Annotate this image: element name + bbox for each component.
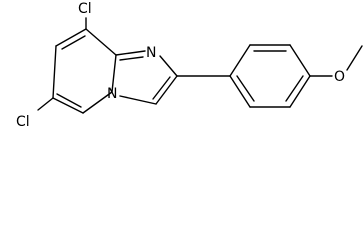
bond-c7-c8-inner (61, 35, 86, 50)
bond-c5-c6 (52, 97, 84, 114)
bond-ar6-ar1 (229, 75, 251, 108)
phenyl-ring (229, 44, 311, 108)
pyridine-ring (52, 28, 117, 114)
bond-c3-n4 (119, 95, 157, 105)
bond-ar1-ar2 (229, 44, 251, 77)
atom-label-n-imidazole: N (146, 45, 156, 61)
bond-ar6-ar1-inner (236, 75, 255, 102)
bond-c2-c3 (155, 75, 178, 105)
atom-label-cl-bottom: Cl (16, 114, 30, 130)
bond-c8a-n1 (115, 50, 146, 56)
bond-ar4-ar5-inner (285, 75, 304, 102)
bond-ar3-ar4 (289, 44, 311, 77)
bond-n1-c2 (159, 55, 178, 77)
bond-c8-c8a (85, 28, 117, 56)
chemical-structure-diagram: Cl Cl N N O (16, 1, 363, 130)
atom-label-cl-top: Cl (78, 1, 92, 17)
imidazole-ring (115, 50, 178, 105)
bond-c7-c8 (55, 28, 87, 47)
bond-n4-c5 (82, 91, 113, 114)
bond-ar4-ar5 (289, 75, 311, 108)
bond-c6-c7 (52, 45, 57, 99)
bond-c6-cl (37, 97, 54, 111)
bond-c8a-n1-inner (119, 56, 144, 61)
bond-o-ch3 (346, 45, 363, 71)
atom-label-n-bridgehead: N (107, 86, 117, 102)
bond-c2-c3-inner (152, 76, 171, 100)
bond-c8a-n4 (111, 54, 117, 93)
bond-c5-c6-inner (56, 93, 82, 108)
atom-label-o-methoxy: O (334, 69, 345, 85)
